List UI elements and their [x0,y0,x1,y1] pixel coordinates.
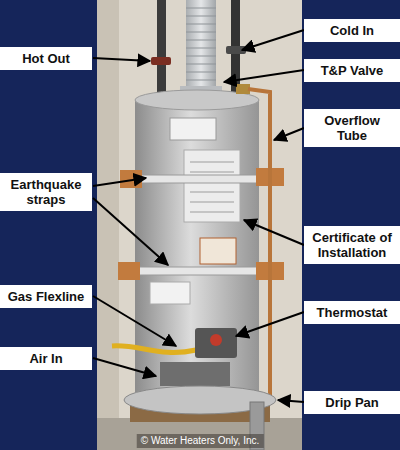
label-text: Cold In [308,23,396,38]
callout-label: Cold In [304,19,400,42]
upper-strap [130,175,266,183]
hot-valve [151,57,171,65]
label-text: Gas Flexline [4,289,88,304]
burner-access [160,362,230,386]
warning-sticker [200,238,236,264]
wall-corner [97,0,119,450]
callout-label: Earthquake straps [0,173,92,211]
hot-pipe [157,0,166,98]
callout-label: T&P Valve [304,59,400,82]
watermark: © Water Heaters Only, Inc. [137,434,264,448]
callout-label: Drip Pan [304,391,400,414]
callout-label: Hot Out [0,47,92,70]
valve-knob [210,334,222,346]
label-text: Overflow Tube [308,113,396,143]
floor [97,418,302,450]
label-text: Certificate of Installation [308,230,396,260]
gas-valve [195,328,237,358]
rating-sticker [150,282,190,304]
callout-label: Air In [0,347,92,370]
brand-label [170,118,216,140]
gas-flexline [112,346,196,353]
label-text: Hot Out [4,51,88,66]
certificate-sticker [184,150,240,222]
flue-pipe [186,0,216,96]
callout-label: Thermostat [304,301,400,324]
callout-label: Gas Flexline [0,285,92,308]
leader-arrows [93,30,304,402]
lower-strap [130,267,266,275]
label-text: Thermostat [308,305,396,320]
tp-valve [236,84,250,94]
overflow-tube [248,89,270,398]
wall [97,0,302,450]
callout-label: Certificate of Installation [304,226,400,264]
label-text: T&P Valve [308,63,396,78]
label-text: Earthquake straps [4,177,88,207]
flue-ribs [186,8,216,80]
sticker-lines [190,162,234,212]
wood-block [118,262,140,280]
label-text: Air In [4,351,88,366]
callout-label: Overflow Tube [304,109,400,147]
label-text: Drip Pan [308,395,396,410]
